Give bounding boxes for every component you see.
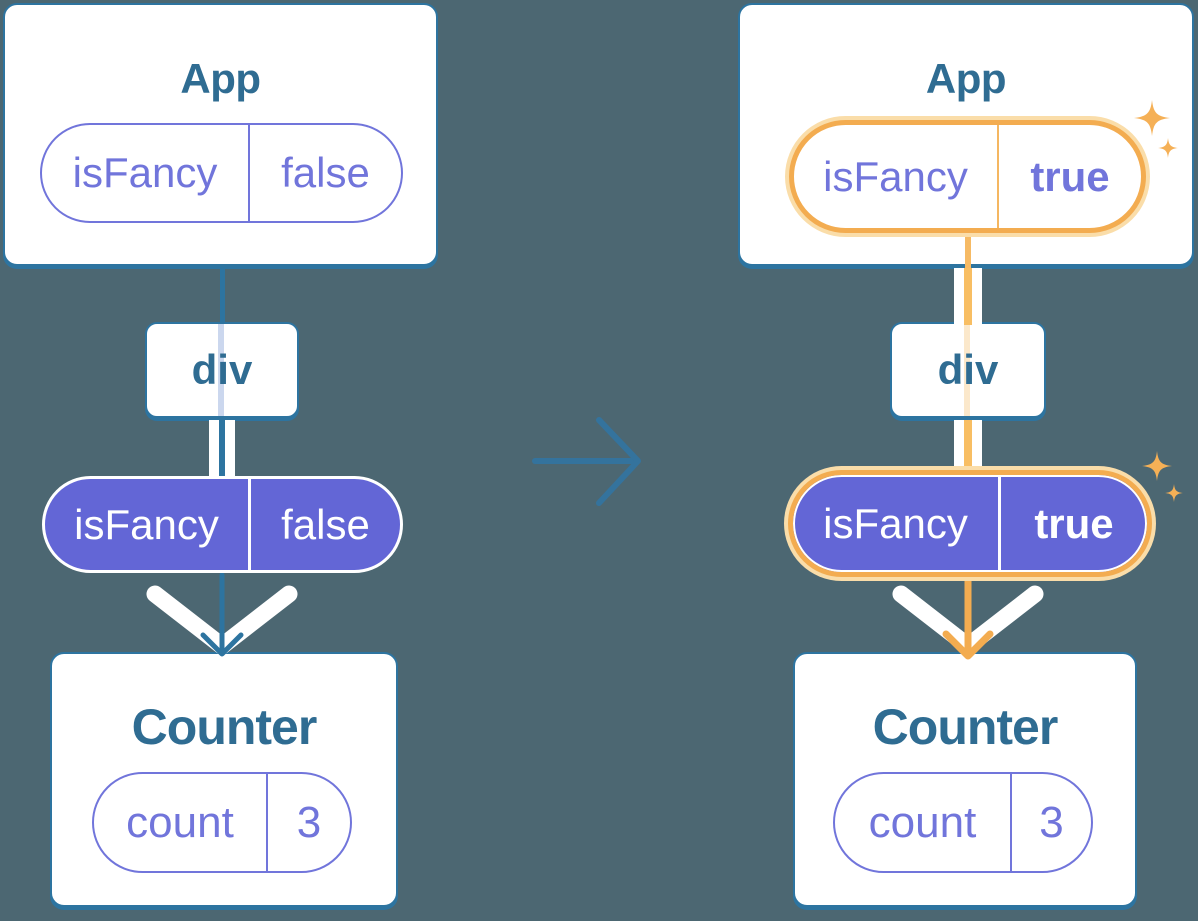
state-value: 3 bbox=[1039, 797, 1064, 847]
app-state-pill-before: isFancy false bbox=[40, 123, 403, 223]
prop-value: true bbox=[1034, 499, 1114, 547]
state-value: false bbox=[281, 149, 370, 196]
state-name: isFancy bbox=[794, 125, 999, 228]
state-flow-line-faint-before bbox=[218, 324, 224, 416]
prop-value: false bbox=[281, 500, 370, 548]
prop-pipe-app-div-after bbox=[954, 268, 982, 325]
counter-title-after: Counter bbox=[872, 699, 1059, 755]
div-label-before: div bbox=[191, 346, 253, 393]
prop-pipe-core-after bbox=[964, 420, 972, 482]
prop-pipe-before bbox=[209, 420, 235, 480]
div-card-before: div bbox=[145, 322, 299, 418]
state-flow-line-faint-after bbox=[964, 324, 970, 416]
prop-pipe-core-before bbox=[219, 420, 225, 480]
sparkles-icon bbox=[1142, 451, 1183, 502]
counter-state-pill-after: count 3 bbox=[833, 772, 1093, 873]
state-name: count bbox=[835, 774, 1012, 871]
arrow-down-icon bbox=[146, 572, 298, 657]
state-value: true bbox=[1030, 152, 1110, 200]
counter-state-pill-before: count 3 bbox=[92, 772, 352, 873]
connector-app-div-before bbox=[220, 266, 225, 324]
prop-name: isFancy bbox=[793, 475, 1001, 572]
passed-prop-pill-before: isFancy false bbox=[42, 476, 403, 573]
state-name: count bbox=[94, 774, 268, 871]
prop-pipe-core-after bbox=[964, 268, 972, 325]
div-label-after: div bbox=[937, 346, 999, 393]
arrow-down-icon bbox=[892, 577, 1044, 660]
state-name: isFancy bbox=[42, 125, 250, 221]
app-title-after: App bbox=[925, 55, 1007, 102]
arrow-right-icon bbox=[532, 417, 641, 506]
state-value: 3 bbox=[296, 797, 322, 847]
passed-prop-pill-after-highlighted: isFancy true bbox=[788, 470, 1152, 577]
app-title-before: App bbox=[180, 55, 261, 102]
counter-title-before: Counter bbox=[131, 699, 318, 755]
div-card-after: div bbox=[890, 322, 1046, 418]
prop-name: isFancy bbox=[45, 479, 251, 570]
state-line-in-app-after bbox=[965, 230, 971, 268]
app-state-pill-after-highlighted: isFancy true bbox=[789, 120, 1146, 233]
